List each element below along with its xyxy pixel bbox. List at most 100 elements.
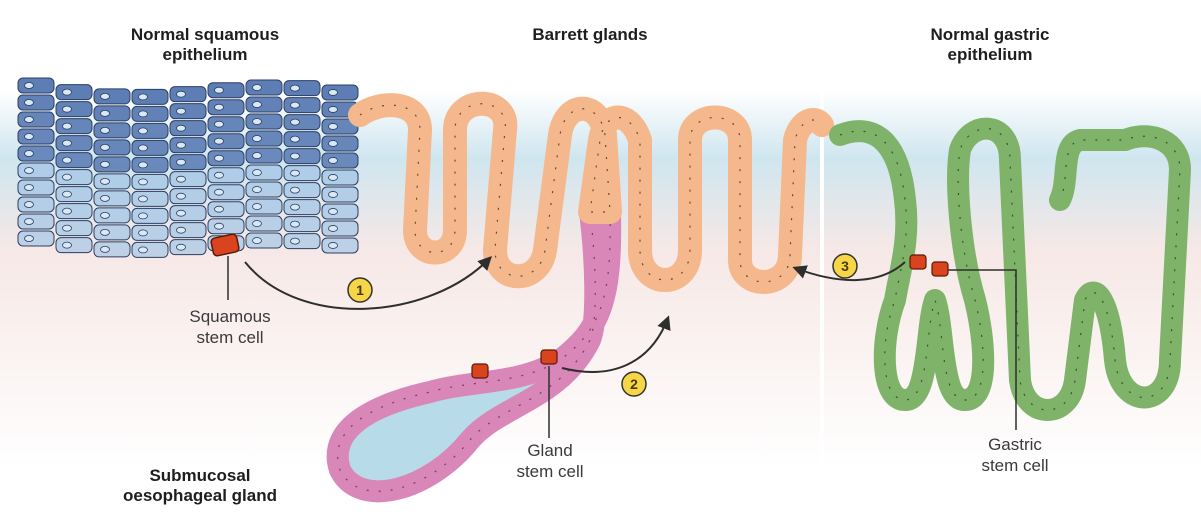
squamous-cell — [284, 98, 320, 113]
squamous-cell — [18, 112, 54, 127]
pathway-number-1: 1 — [356, 282, 364, 298]
squamous-cell — [18, 231, 54, 246]
squamous-cell — [56, 187, 92, 202]
squamous-cell — [170, 138, 206, 153]
squamous-cell — [56, 102, 92, 117]
squamous-cell-nucleus — [253, 187, 262, 193]
squamous-cell-nucleus — [291, 187, 300, 193]
squamous-cell-nucleus — [139, 162, 148, 168]
squamous-cell — [94, 191, 130, 206]
squamous-cell-nucleus — [329, 225, 338, 231]
squamous-cell-nucleus — [177, 193, 186, 199]
squamous-cell-nucleus — [63, 89, 72, 95]
squamous-cell-nucleus — [215, 223, 224, 229]
squamous-cell — [246, 165, 282, 180]
squamous-cell — [322, 221, 358, 236]
squamous-cell — [246, 182, 282, 197]
gastric-stem-cell-a — [910, 255, 926, 269]
squamous-cell — [18, 78, 54, 93]
squamous-cell-nucleus — [25, 236, 34, 242]
squamous-cell — [322, 153, 358, 168]
squamous-cell — [170, 87, 206, 102]
squamous-cell-nucleus — [215, 138, 224, 144]
squamous-cell-nucleus — [63, 242, 72, 248]
squamous-epithelium — [18, 78, 358, 257]
squamous-cell — [56, 238, 92, 253]
squamous-cell — [56, 119, 92, 134]
squamous-cell — [284, 183, 320, 198]
squamous-cell-nucleus — [25, 202, 34, 208]
squamous-cell-nucleus — [215, 189, 224, 195]
squamous-cell-nucleus — [291, 119, 300, 125]
squamous-cell — [322, 136, 358, 151]
squamous-cell — [170, 223, 206, 238]
squamous-cell-nucleus — [291, 238, 300, 244]
squamous-cell-nucleus — [253, 85, 262, 91]
squamous-cell-nucleus — [101, 212, 110, 218]
squamous-cell-nucleus — [177, 125, 186, 131]
squamous-cell — [170, 104, 206, 119]
gland-stem-cell-b — [541, 350, 557, 364]
squamous-cell — [322, 204, 358, 219]
squamous-cell-nucleus — [101, 195, 110, 201]
squamous-cell-nucleus — [25, 117, 34, 123]
squamous-cell — [56, 170, 92, 185]
squamous-cell-nucleus — [215, 155, 224, 161]
squamous-cell — [132, 242, 168, 257]
squamous-cell-nucleus — [25, 219, 34, 225]
squamous-cell — [246, 114, 282, 129]
squamous-cell-nucleus — [177, 142, 186, 148]
squamous-cell-nucleus — [253, 238, 262, 244]
squamous-cell — [208, 202, 244, 217]
squamous-cell — [132, 191, 168, 206]
squamous-cell-nucleus — [101, 110, 110, 116]
squamous-cell-nucleus — [139, 196, 148, 202]
squamous-cell — [284, 166, 320, 181]
squamous-cell — [322, 238, 358, 253]
squamous-cell — [284, 234, 320, 249]
squamous-cell — [94, 242, 130, 257]
squamous-cell-nucleus — [25, 83, 34, 89]
squamous-cell-nucleus — [101, 161, 110, 167]
squamous-cell-nucleus — [253, 136, 262, 142]
squamous-cell-nucleus — [253, 153, 262, 159]
title-submucosal-gland: Submucosal oesophageal gland — [100, 466, 300, 506]
squamous-cell — [132, 174, 168, 189]
squamous-cell-nucleus — [177, 244, 186, 250]
squamous-cell — [18, 180, 54, 195]
squamous-cell — [170, 172, 206, 187]
squamous-cell-nucleus — [253, 221, 262, 227]
squamous-cell — [208, 151, 244, 166]
squamous-cell-nucleus — [63, 208, 72, 214]
squamous-cell — [170, 206, 206, 221]
squamous-cell-nucleus — [101, 178, 110, 184]
squamous-cell — [322, 187, 358, 202]
squamous-cell — [170, 155, 206, 170]
squamous-cell-nucleus — [101, 127, 110, 133]
squamous-cell — [94, 208, 130, 223]
squamous-cell-nucleus — [215, 121, 224, 127]
squamous-cell — [132, 123, 168, 138]
pathway-badge-3: 3 — [833, 254, 857, 278]
squamous-cell-nucleus — [291, 221, 300, 227]
squamous-cell-nucleus — [215, 104, 224, 110]
squamous-cell-nucleus — [253, 204, 262, 210]
squamous-cell — [322, 85, 358, 100]
label-gland-stem-cell: Gland stem cell — [490, 440, 610, 482]
squamous-cell-nucleus — [63, 191, 72, 197]
squamous-cell — [94, 174, 130, 189]
pathway-number-3: 3 — [841, 258, 849, 274]
squamous-cell-nucleus — [329, 174, 338, 180]
label-squamous-stem-cell: Squamous stem cell — [160, 306, 300, 348]
squamous-cell — [246, 97, 282, 112]
squamous-cell — [94, 225, 130, 240]
squamous-cell-nucleus — [101, 246, 110, 252]
squamous-cell-nucleus — [63, 140, 72, 146]
squamous-cell — [284, 149, 320, 164]
squamous-cell-nucleus — [291, 153, 300, 159]
squamous-cell — [18, 163, 54, 178]
squamous-cell — [132, 106, 168, 121]
squamous-cell — [56, 153, 92, 168]
squamous-cell — [208, 168, 244, 183]
squamous-cell-nucleus — [139, 145, 148, 151]
